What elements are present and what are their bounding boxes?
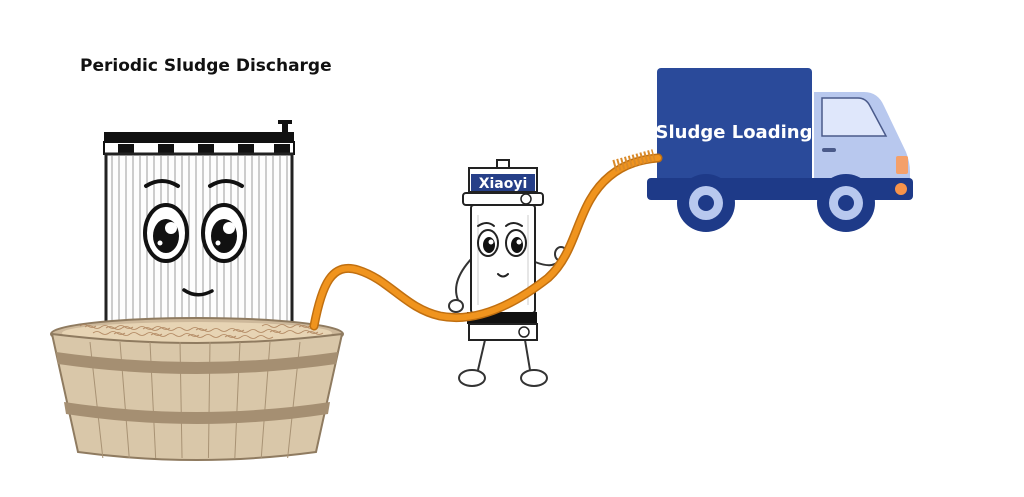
sludge-hose <box>309 149 663 331</box>
truck-window <box>821 97 888 137</box>
filter-press-character <box>103 120 295 334</box>
truck-cargo-box <box>657 68 812 192</box>
wooden-tub <box>50 317 344 461</box>
diagram-title: Periodic Sludge Discharge <box>80 56 332 76</box>
pump-label-band <box>471 174 535 191</box>
pump-label: Xiaoyi <box>479 176 528 192</box>
truck: Sludge Loading <box>647 68 913 232</box>
tub-band-2 <box>64 402 330 424</box>
press-top-post <box>282 122 288 134</box>
press-body <box>104 152 294 334</box>
right-eyebrow <box>208 179 244 188</box>
truck-label: Sludge Loading <box>656 122 813 143</box>
tub-band-1 <box>56 352 338 374</box>
pump-character: Xiaoyi <box>448 159 568 387</box>
left-eyebrow <box>144 179 180 188</box>
press-top-rail <box>104 132 294 142</box>
mouth <box>182 288 214 297</box>
